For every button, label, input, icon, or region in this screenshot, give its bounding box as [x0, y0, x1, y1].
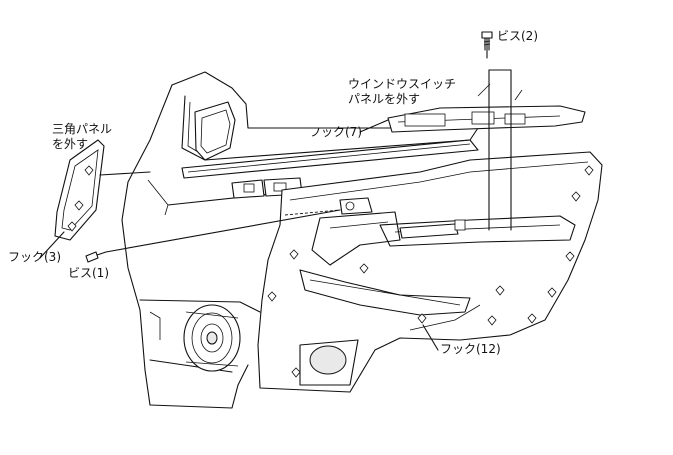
label-switch-panel-line1: ウインドウスイッチ	[348, 77, 457, 91]
label-switch-panel-line2: パネルを外す	[348, 92, 421, 106]
screw-1-guide-line	[105, 209, 341, 253]
window-switch-on-trim	[399, 219, 466, 239]
leader-hook-12	[422, 324, 439, 351]
window-switch-panel	[387, 83, 586, 133]
label-triangle-panel-line1: 三角パネル	[52, 122, 113, 136]
label-screw-2: ビス(2)	[497, 29, 538, 43]
label-hook-3: フック(3)	[8, 250, 61, 264]
leader-hook-7	[359, 119, 389, 133]
mirror-mount	[194, 101, 236, 161]
label-triangle-panel-line2: を外す	[52, 137, 89, 151]
inner-handle	[339, 197, 373, 215]
screw-icon-1	[85, 251, 107, 263]
triangle-panel	[54, 139, 105, 241]
label-hook-7: フック(7)	[309, 125, 362, 139]
leader-triangle-panel	[99, 171, 151, 176]
door-speaker	[183, 304, 241, 372]
screw-1-dashed-line	[284, 209, 341, 216]
leader-hook-3	[39, 231, 65, 259]
screw-icon-2	[481, 31, 493, 51]
label-screw-1: ビス(1)	[68, 266, 109, 280]
door-body	[121, 71, 481, 409]
trim-hooks	[267, 165, 594, 378]
door-trim-panel	[257, 151, 603, 393]
label-hook-12: フック(12)	[440, 342, 501, 356]
